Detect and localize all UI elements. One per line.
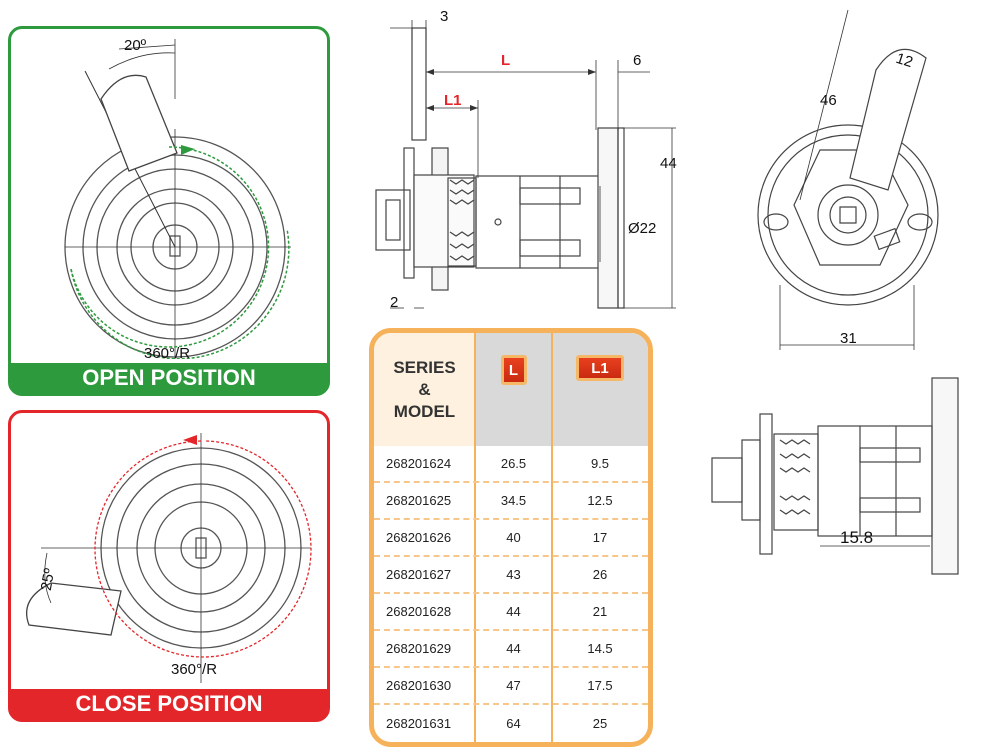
rotation-arrow-icon bbox=[183, 435, 197, 445]
dim-44-label: 44 bbox=[660, 155, 677, 172]
close-position-title: CLOSE POSITION bbox=[11, 689, 327, 719]
L1-value-cell: 17.5 bbox=[587, 678, 613, 693]
bottom-view-drawing bbox=[711, 377, 959, 575]
header-L1: L1 bbox=[552, 333, 648, 446]
L-value-cell: 40 bbox=[506, 530, 521, 545]
open-position-drawing bbox=[64, 39, 291, 359]
dim-diameter-label: Ø22 bbox=[628, 220, 657, 237]
dim-3-label: 3 bbox=[440, 8, 449, 25]
L-badge: L bbox=[500, 355, 527, 385]
table-row: 268201626 40 17 bbox=[374, 520, 648, 557]
open-position-title: OPEN POSITION bbox=[11, 363, 327, 393]
L-value-cell: 43 bbox=[506, 567, 521, 582]
table-row: 268201630 47 17.5 bbox=[374, 668, 648, 705]
front-view-drawing bbox=[757, 9, 939, 350]
rotation-arrow-icon bbox=[181, 145, 195, 155]
open-rotation-label: 360°/R bbox=[144, 345, 191, 362]
table-row: 268201624 26.5 9.5 bbox=[374, 446, 648, 483]
cam-arm bbox=[25, 582, 122, 636]
table-row: 268201627 43 26 bbox=[374, 557, 648, 594]
model-cell: 268201628 bbox=[386, 604, 452, 619]
model-cell: 268201625 bbox=[386, 493, 452, 508]
table-header: SERIES & MODEL L L1 bbox=[374, 333, 648, 446]
L1-value-cell: 17 bbox=[592, 530, 608, 545]
dim-46-label: 46 bbox=[820, 92, 837, 109]
spec-table: SERIES & MODEL L L1 268201624 26.5 9.5 268… bbox=[369, 328, 653, 747]
L-value-cell: 44 bbox=[506, 641, 521, 656]
dim-15-8-label: 15.8 bbox=[840, 528, 874, 547]
dim-6-label: 6 bbox=[633, 52, 642, 69]
L-value-cell: 44 bbox=[506, 604, 521, 619]
L1-value-cell: 9.5 bbox=[590, 456, 610, 471]
table-body: 268201624 26.5 9.5 268201625 34.5 12.5 26820… bbox=[374, 446, 648, 742]
L1-value-cell: 14.5 bbox=[587, 641, 613, 656]
dim-L1-label: L1 bbox=[444, 92, 462, 109]
L-value-cell: 64 bbox=[506, 716, 521, 731]
table-row: 268201629 44 14.5 bbox=[374, 631, 648, 668]
model-cell: 268201630 bbox=[386, 678, 452, 693]
open-angle-label: 20º bbox=[124, 37, 147, 54]
cam-arm bbox=[100, 74, 178, 172]
model-cell: 268201631 bbox=[386, 716, 452, 731]
L1-value-cell: 12.5 bbox=[587, 493, 613, 508]
dim-31-label: 31 bbox=[840, 330, 857, 347]
L1-value-cell: 26 bbox=[592, 567, 608, 582]
header-series-model: SERIES & MODEL bbox=[374, 333, 475, 446]
dim-2-label: 2 bbox=[390, 294, 399, 311]
L1-value-cell: 21 bbox=[592, 604, 608, 619]
table-row: 268201628 44 21 bbox=[374, 594, 648, 631]
model-cell: 268201624 bbox=[386, 456, 452, 471]
close-rotation-label: 360°/R bbox=[171, 661, 218, 678]
L1-badge: L1 bbox=[576, 355, 624, 381]
rotation-arc bbox=[94, 440, 312, 658]
close-position-drawing bbox=[25, 433, 312, 683]
open-position-panel: 20º 360°/R OPEN POSITION bbox=[8, 26, 330, 396]
dim-L-label: L bbox=[501, 52, 511, 69]
table-row: 268201625 34.5 12.5 bbox=[374, 483, 648, 520]
model-cell: 268201627 bbox=[386, 567, 452, 582]
close-position-panel: 25º 360°/R CLOSE POSITION bbox=[8, 410, 330, 722]
L-value-cell: 34.5 bbox=[500, 493, 527, 508]
model-cell: 268201626 bbox=[386, 530, 452, 545]
L-value-cell: 26.5 bbox=[500, 456, 527, 471]
L-value-cell: 47 bbox=[506, 678, 521, 693]
side-view-drawing bbox=[375, 20, 676, 309]
L1-value-cell: 25 bbox=[592, 716, 608, 731]
header-L: L bbox=[475, 333, 552, 446]
model-cell: 268201629 bbox=[386, 641, 452, 656]
table-row: 268201631 64 25 bbox=[374, 705, 648, 742]
